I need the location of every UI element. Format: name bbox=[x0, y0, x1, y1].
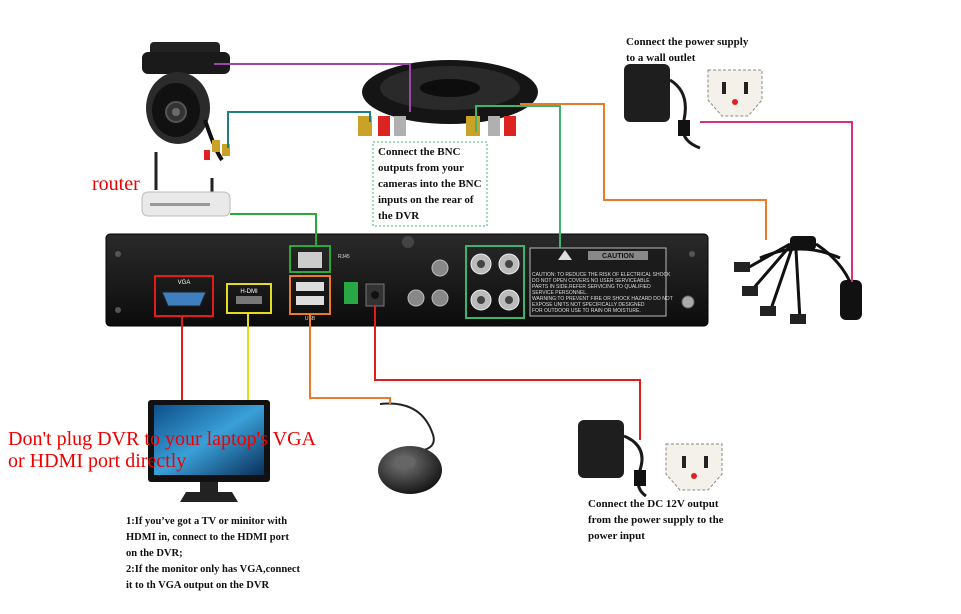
wall-power-instruction: Connect the power supply to a wall outle… bbox=[626, 36, 749, 64]
hdmi-label: H-DMI bbox=[240, 289, 258, 295]
hdmi-port bbox=[236, 296, 262, 304]
wall-outlet-top bbox=[707, 69, 763, 117]
bnc-callout-wire bbox=[475, 105, 561, 248]
security-camera bbox=[142, 42, 230, 162]
dvr-rear-panel: VGA H-DMI RJ45 USB CAUTION bbox=[105, 233, 709, 327]
audio-port-2 bbox=[431, 289, 449, 307]
router bbox=[141, 152, 231, 217]
bnc-instruction: Connect the BNC outputs from your camera… bbox=[378, 146, 482, 222]
camera-video-wire bbox=[227, 111, 371, 148]
bnc-callout-box bbox=[372, 141, 488, 227]
router-label: router bbox=[92, 173, 140, 195]
wall-outlet-bottom bbox=[665, 443, 723, 491]
rj45-port bbox=[298, 252, 322, 268]
caution-triangle-icon bbox=[558, 250, 572, 260]
usb-wire bbox=[309, 314, 391, 404]
power-adapter-bottom bbox=[578, 420, 647, 498]
audio-port-1 bbox=[407, 289, 425, 307]
dc-power-wire bbox=[374, 306, 641, 440]
usb-mouse bbox=[378, 402, 442, 494]
bnc-inputs-highlight bbox=[465, 245, 525, 319]
bnc-cable-spool bbox=[358, 60, 538, 136]
vga-label: VGA bbox=[178, 280, 191, 286]
wall-power-wire bbox=[700, 121, 853, 282]
caution-title: CAUTION bbox=[602, 253, 634, 260]
terminal-block bbox=[344, 282, 358, 304]
dc-power-instruction: Connect the DC 12V output from the power… bbox=[588, 498, 724, 542]
laptop-warning: Don't plug DVR to your laptop's VGA or H… bbox=[8, 428, 316, 472]
power-splitter-cable bbox=[734, 236, 862, 324]
usb-port-2 bbox=[296, 296, 324, 305]
rj45-label: RJ45 bbox=[338, 254, 350, 260]
network-wire bbox=[230, 213, 317, 246]
camera-power-wire bbox=[214, 63, 411, 112]
caution-text: CAUTION: TO REDUCE THE RISK OF ELECTRICA… bbox=[532, 272, 671, 296]
warning-panel-text: WARNING:TO PREVENT FIRE OR SHOCK HAZARD … bbox=[532, 296, 673, 314]
power-adapter-top bbox=[624, 64, 701, 150]
monitor-instruction: 1:If you’ve got a TV or minitor with HDM… bbox=[126, 516, 301, 591]
monitor bbox=[148, 400, 270, 502]
audio-port-3 bbox=[431, 259, 449, 277]
splitter-wire bbox=[520, 103, 767, 240]
ground-screw bbox=[681, 295, 695, 309]
vga-port bbox=[161, 291, 207, 307]
usb-port-1 bbox=[296, 282, 324, 291]
rj45-port-highlight bbox=[289, 245, 331, 273]
vga-port-highlight bbox=[154, 275, 214, 317]
